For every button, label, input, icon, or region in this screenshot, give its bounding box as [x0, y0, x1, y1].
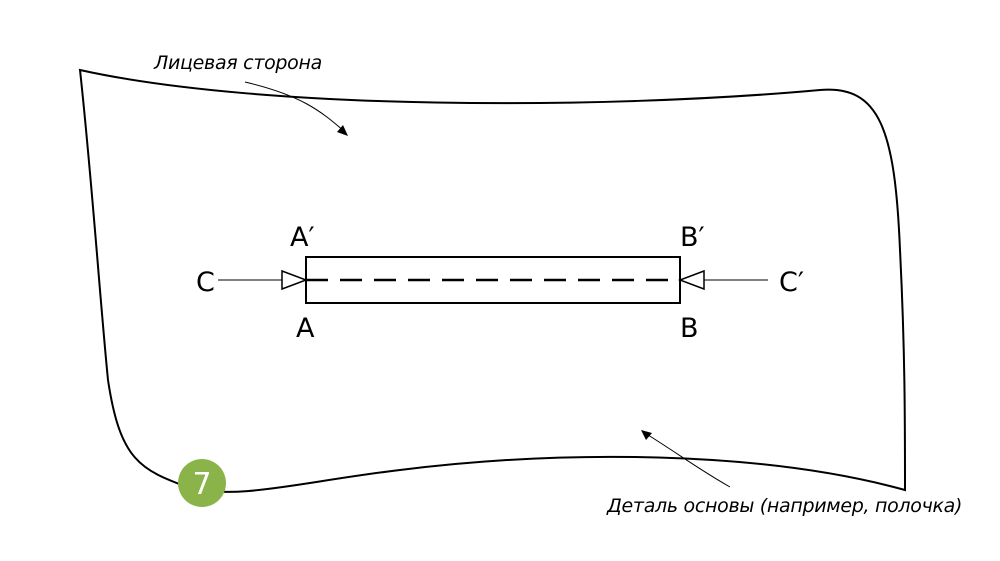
base-part-leader: [644, 432, 731, 488]
view-arrow-c-prime-head: [677, 269, 705, 291]
point-c-prime-label: C′: [779, 267, 804, 298]
point-b-label: B: [680, 313, 699, 344]
figure-number: 7: [192, 467, 211, 502]
point-c-label: C: [196, 267, 215, 298]
view-arrow-c-head: [281, 269, 309, 291]
figure-number-badge: [178, 459, 226, 507]
face-side-label: Лицевая сторона: [153, 52, 322, 74]
point-b-prime-label: B′: [680, 222, 705, 253]
point-a-prime-label: A′: [290, 222, 315, 253]
face-side-arrowhead: [337, 125, 348, 136]
point-a-label: A: [296, 313, 315, 344]
fabric-outline: [78, 68, 907, 493]
base-part-arrowhead: [641, 430, 652, 440]
base-part-label: Деталь основы (например, полочка): [606, 495, 962, 517]
face-side-leader: [244, 81, 346, 133]
